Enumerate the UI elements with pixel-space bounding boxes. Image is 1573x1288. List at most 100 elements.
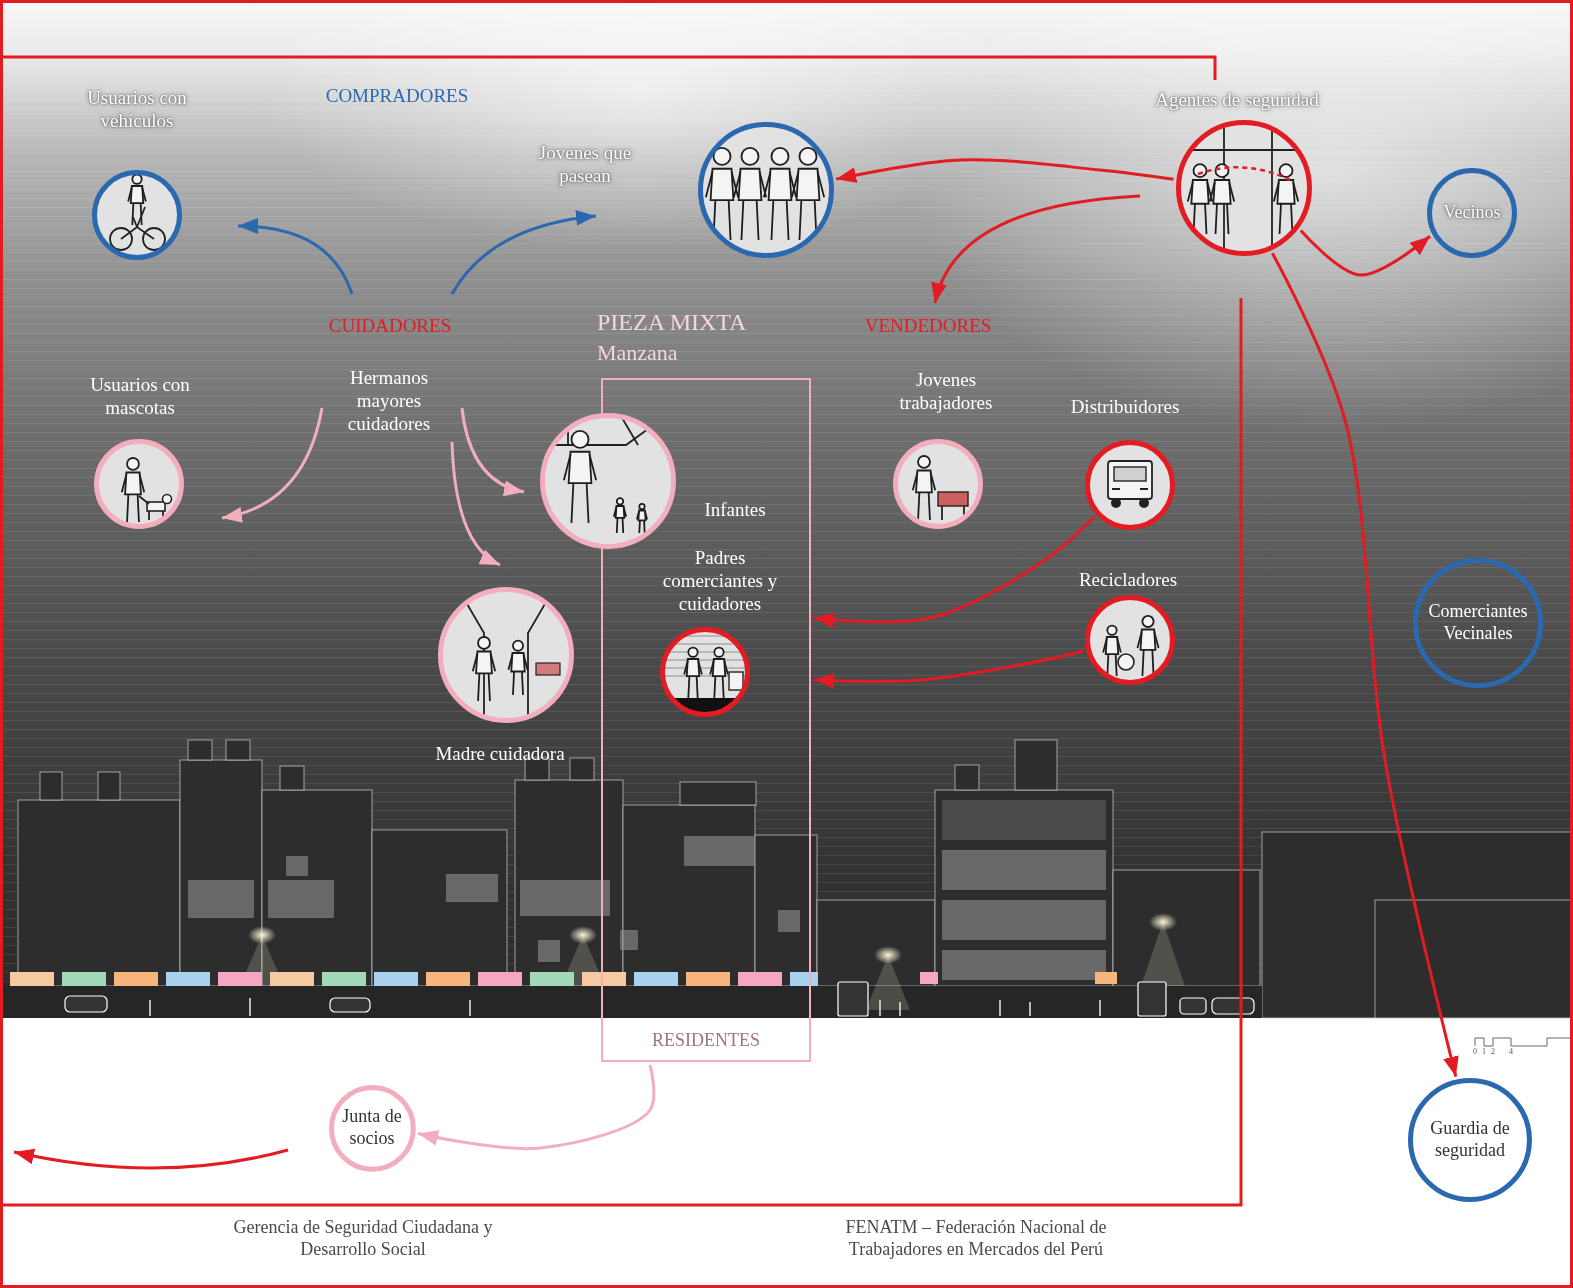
street-vehicle <box>330 998 370 1012</box>
actor-illustration <box>713 659 725 676</box>
actor-illustration <box>1277 180 1294 204</box>
actor-illustration <box>122 458 172 522</box>
circle-shape <box>1411 1081 1530 1200</box>
actor-circle: Padres comerciantes y cuidadores <box>660 627 750 717</box>
street-lamp <box>874 946 902 964</box>
actor-label: Usuarios con mascotas <box>70 373 210 419</box>
circle-shape <box>1088 443 1173 528</box>
circle-shape <box>441 585 572 725</box>
actor-illustration <box>684 661 702 698</box>
relation-arrow <box>452 442 500 565</box>
actor-illustration <box>131 186 143 203</box>
circle-shape <box>1085 440 1175 530</box>
circle-shape <box>97 442 182 527</box>
actor-illustration <box>1114 467 1146 481</box>
actor-illustration <box>478 637 490 649</box>
street-vehicle <box>65 996 107 1012</box>
actor-illustration <box>1198 167 1290 180</box>
actor-illustration <box>706 148 824 240</box>
actor-label: Comerciantes Vecinales <box>1418 601 1538 645</box>
actor-illustration <box>639 504 644 509</box>
actor-illustration <box>1107 626 1116 635</box>
circle-shape <box>92 170 182 260</box>
scale-number: 0 <box>1469 1048 1481 1056</box>
actor-illustration <box>121 207 154 239</box>
circle-shape <box>1411 1081 1530 1200</box>
building-window <box>538 940 560 962</box>
market-awning <box>10 972 1117 986</box>
actor-illustration <box>771 148 788 165</box>
actor-illustration <box>564 455 596 523</box>
actor-illustration <box>564 431 596 523</box>
circle-shape <box>1176 120 1312 256</box>
street-lamp <box>240 913 1185 1010</box>
circle-shape <box>896 442 981 527</box>
actor-illustration <box>147 502 165 511</box>
actor-illustration <box>456 585 560 725</box>
street-vehicle <box>65 982 1254 1016</box>
street-vehicle <box>1212 998 1254 1014</box>
frame-line <box>0 298 1241 1205</box>
actor-illustration <box>125 473 141 495</box>
actor-illustration <box>799 148 816 165</box>
building-elevation <box>0 986 1262 1018</box>
circle-shape <box>1411 1081 1530 1200</box>
market-awning <box>166 972 210 986</box>
building-elevation <box>515 780 623 986</box>
actor-circle: Infantes <box>540 413 676 549</box>
actor-label: Agentes de seguridad <box>1117 88 1357 111</box>
building-elevation <box>188 740 212 760</box>
caption-text: FENATM – Federación Nacional de Trabajad… <box>816 1217 1136 1261</box>
circle-shape <box>1430 171 1515 256</box>
actor-circle: Guardia de seguridad <box>1408 1078 1532 1202</box>
circle-shape <box>701 125 832 256</box>
building-elevation <box>1113 870 1260 986</box>
actor-illustration <box>614 498 626 533</box>
market-awning <box>114 972 158 986</box>
building-elevation <box>680 782 756 805</box>
circle-shape <box>663 630 748 715</box>
relation-arrow <box>418 1065 654 1149</box>
building-window <box>188 800 1106 980</box>
actor-illustration <box>1191 180 1208 204</box>
circle-shape <box>543 416 674 547</box>
circle-shape <box>1416 561 1541 686</box>
circle-shape <box>97 442 182 527</box>
actor-illustration <box>128 188 146 225</box>
circle-shape <box>1088 598 1173 683</box>
circle-shape <box>1179 123 1310 254</box>
circle-shape <box>1430 171 1515 256</box>
street-lamp <box>569 926 597 944</box>
circle-shape <box>1088 598 1173 683</box>
actor-illustration <box>1103 616 1158 676</box>
sky-ground <box>0 0 1573 1018</box>
actor-illustration <box>637 504 647 533</box>
actor-illustration <box>797 169 820 200</box>
circle-shape <box>538 411 674 547</box>
group-label: COMPRADORES <box>297 84 497 107</box>
scale-bar <box>1475 1038 1570 1046</box>
actor-illustration <box>132 175 141 184</box>
actor-illustration <box>1103 626 1121 676</box>
circle-shape <box>95 173 180 258</box>
actor-illustration <box>1174 118 1314 258</box>
actor-illustration <box>1118 654 1134 670</box>
building-window <box>942 850 1106 890</box>
actor-illustration <box>916 471 932 493</box>
actor-illustration <box>1111 498 1121 508</box>
circle-shape <box>540 413 676 549</box>
actor-illustration <box>1142 616 1153 627</box>
circle-shape <box>1416 561 1541 686</box>
building-elevation <box>955 765 979 790</box>
market-awning <box>478 972 522 986</box>
relation-arrow <box>814 651 1083 681</box>
actor-illustration <box>476 652 492 674</box>
circle-shape <box>701 125 832 256</box>
actor-illustration <box>1108 461 1152 499</box>
building-elevation <box>18 800 180 986</box>
actor-label: Usuarios con vehículos <box>67 86 207 132</box>
building-window <box>446 874 498 902</box>
relation-arrow <box>814 517 1094 622</box>
